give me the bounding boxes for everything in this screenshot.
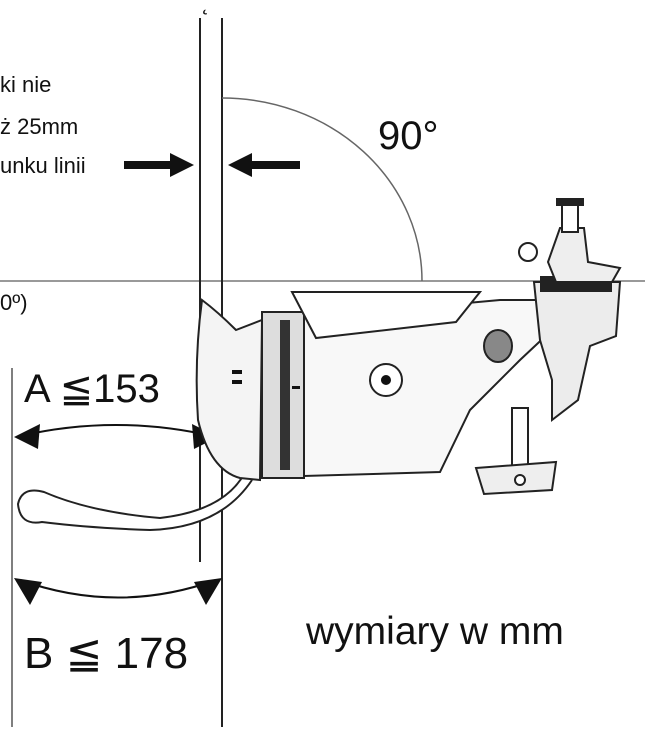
right-angle-arc bbox=[221, 97, 423, 282]
dimension-b-arrow bbox=[14, 578, 222, 605]
pistol-grip-illustration bbox=[16, 198, 622, 532]
angle-90-label: 90° bbox=[378, 114, 439, 158]
note-line-2: ż 25mm bbox=[0, 114, 79, 139]
gap-arrows bbox=[124, 153, 300, 177]
dimension-a-arrow bbox=[14, 424, 218, 449]
units-caption: wymiary w mm bbox=[306, 610, 564, 653]
note-line-1: ki nie bbox=[0, 72, 52, 97]
note-line-3: unku linii bbox=[0, 153, 86, 178]
dimension-b-label: B ≦ 178 bbox=[24, 629, 189, 678]
dimension-a-label: A ≦153 bbox=[24, 367, 160, 411]
angle-note-left: 0º) bbox=[0, 290, 28, 315]
